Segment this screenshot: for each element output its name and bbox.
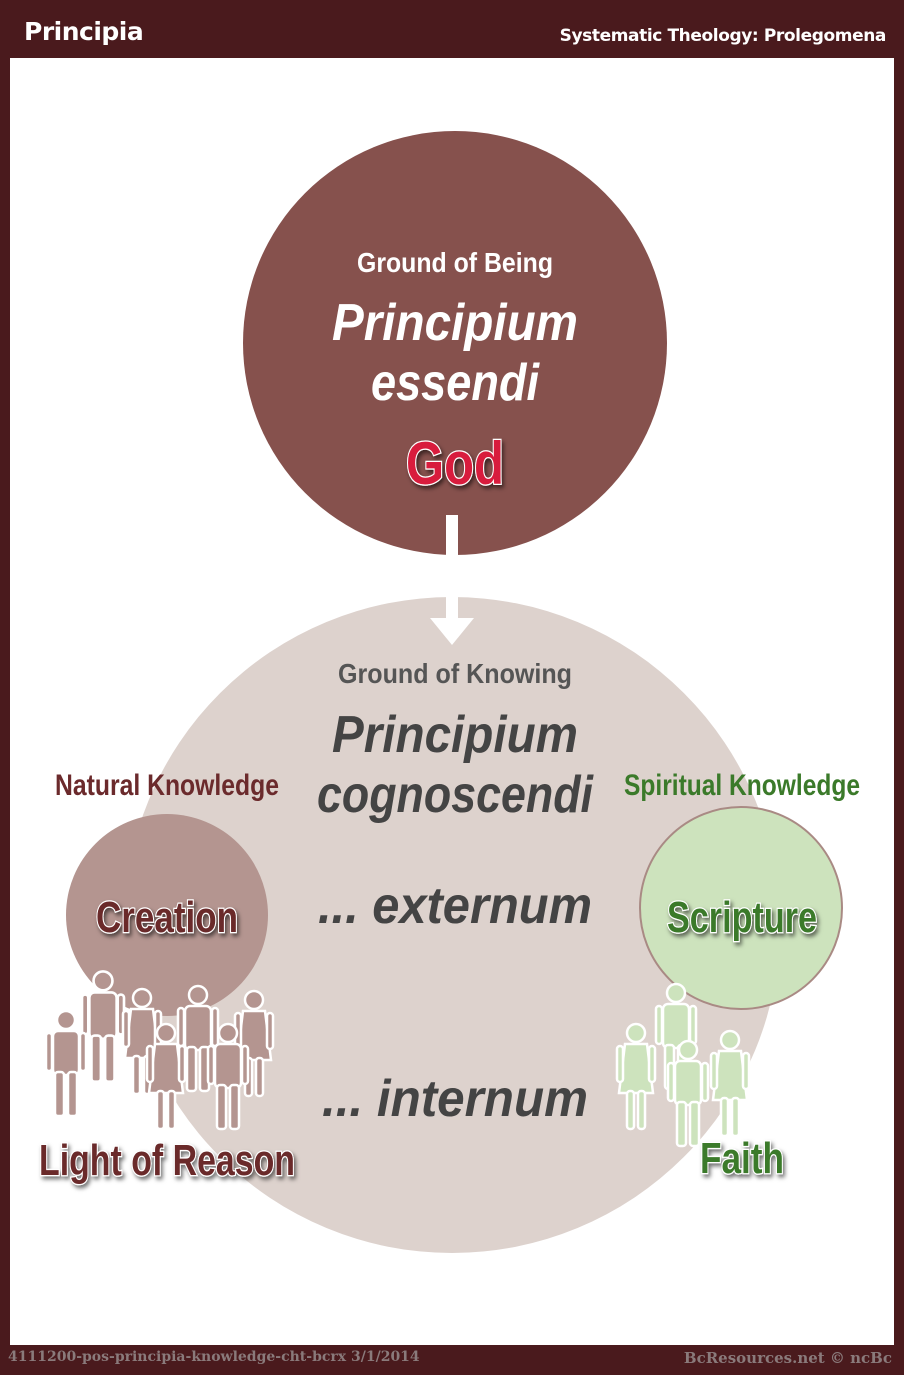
page-subtitle: Systematic Theology: Prolegomena — [559, 26, 887, 46]
ground-of-knowing-label: Ground of Knowing — [338, 658, 572, 689]
natural-knowledge-label: Natural Knowledge — [55, 769, 279, 802]
externum-label: ... externum — [318, 877, 592, 935]
spiritual-knowledge-label: Spiritual Knowledge — [624, 769, 860, 802]
cognoscendi-circle — [124, 597, 780, 1253]
essendi-latin-1: Principium — [332, 294, 578, 352]
footer-copyright: BcResources.net © ncBc — [683, 1349, 892, 1367]
footer-document-id: 4111200-pos-principia-knowledge-cht-bcrx… — [8, 1349, 420, 1365]
essendi-latin-2: essendi — [371, 354, 540, 412]
cognoscendi-latin-2: cognoscendi — [317, 766, 594, 824]
light-of-reason-label: Light of Reason — [39, 1136, 295, 1185]
faith-label: Faith — [700, 1134, 784, 1183]
internum-label: ... internum — [322, 1070, 588, 1128]
creation-circle — [66, 814, 268, 1016]
header-bar: Principia Systematic Theology: Prolegome… — [10, 8, 894, 58]
cognoscendi-latin-1: Principium — [332, 706, 578, 764]
creation-label: Creation — [96, 893, 238, 942]
ground-of-being-label: Ground of Being — [357, 247, 553, 278]
footer-bar: 4111200-pos-principia-knowledge-cht-bcrx… — [0, 1345, 904, 1375]
arrow-down-icon — [430, 515, 474, 645]
scripture-label: Scripture — [667, 893, 817, 942]
scripture-circle — [639, 806, 843, 1010]
essendi-circle — [243, 131, 667, 555]
god-label: God — [406, 430, 504, 497]
page-title: Principia — [24, 17, 144, 46]
